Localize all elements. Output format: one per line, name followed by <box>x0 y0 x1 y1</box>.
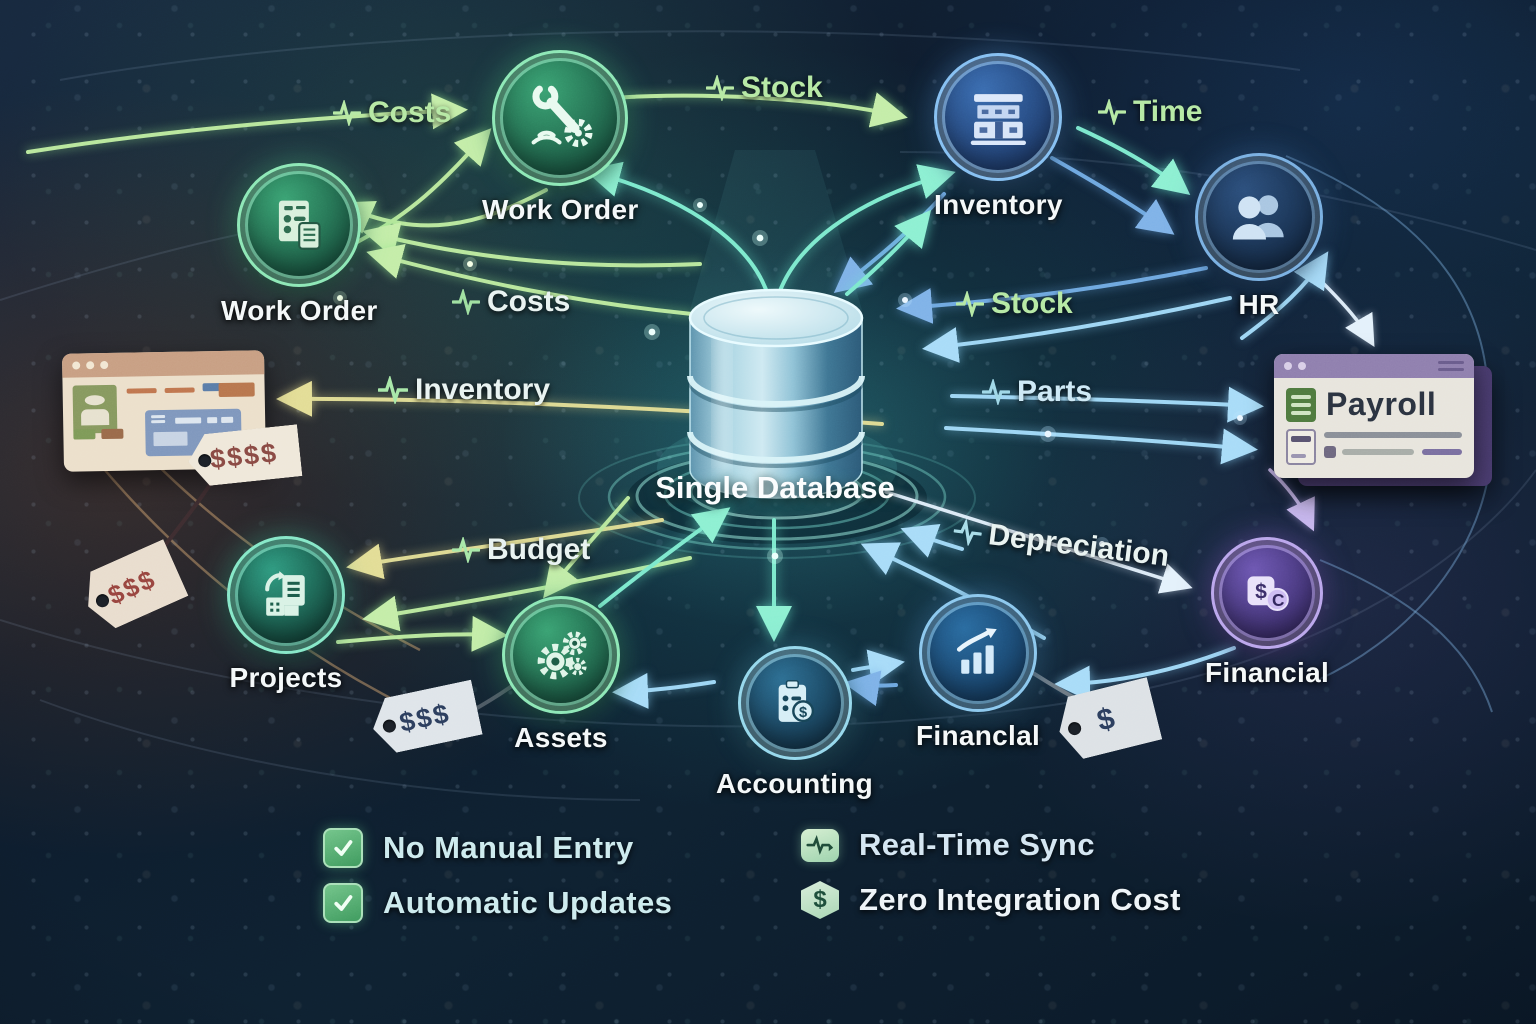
menu-icon <box>1438 361 1464 371</box>
pulse-icon <box>333 100 361 126</box>
node-circle <box>934 53 1063 181</box>
price-text: $$$ <box>103 562 161 611</box>
currency-wallet-icon: $ C <box>1247 576 1290 612</box>
pulse-icon <box>452 289 480 315</box>
flow-label-parts: Parts <box>982 375 1092 409</box>
node-circle <box>492 50 629 186</box>
node-label: Work Order <box>482 194 639 225</box>
node-label: Projects <box>229 662 343 693</box>
clipboard-dollar-icon: $ <box>778 679 815 722</box>
dollar-hex-icon: $ <box>801 881 839 919</box>
node-work-order-left: Work Order <box>221 163 378 327</box>
node-circle <box>1195 153 1323 281</box>
node-label: HR <box>1238 289 1280 320</box>
node-label: Accounting <box>716 768 873 799</box>
benefit-automatic-updates: Automatic Updates <box>323 883 672 923</box>
flow-label-stock-mid: Stock <box>956 287 1073 321</box>
payroll-window: Payroll <box>1274 354 1474 478</box>
tag-hole <box>1067 721 1083 737</box>
payroll-lines <box>1324 430 1462 464</box>
node-work-order-top: Work Order <box>482 50 639 226</box>
flow-text: Time <box>1133 95 1203 128</box>
node-circle <box>919 594 1038 712</box>
node-circle <box>237 163 362 287</box>
benefit-label: No Manual Entry <box>383 830 634 865</box>
pulse-icon <box>801 828 839 862</box>
check-icon <box>323 828 363 868</box>
benefit-label: Automatic Updates <box>383 885 673 920</box>
node-circle <box>502 596 620 714</box>
payroll-header-row: Payroll <box>1274 378 1474 425</box>
node-circle: $ C <box>1211 537 1324 649</box>
flow-text: Stock <box>991 287 1073 320</box>
node-label: Assets <box>514 722 608 753</box>
benefit-no-manual-entry: No Manual Entry <box>323 828 634 868</box>
flow-text: Costs <box>487 285 571 318</box>
flow-text: Costs <box>368 96 452 129</box>
paycheck-icon <box>1286 429 1316 465</box>
node-circle <box>227 536 345 654</box>
flow-label-time: Time <box>1098 95 1202 129</box>
node-circle: $ <box>737 646 852 760</box>
avatar-panel <box>72 384 118 434</box>
gears-icon <box>537 630 587 679</box>
check-icon <box>323 883 363 923</box>
wrench-gear-icon <box>531 83 593 148</box>
pulse-icon <box>452 537 480 563</box>
price-text: $ <box>1093 701 1120 738</box>
pulse-icon <box>706 75 734 101</box>
pulse-icon <box>956 291 984 317</box>
flow-label-stock-top: Stock <box>706 71 823 105</box>
payroll-detail-row <box>1274 425 1474 469</box>
node-inventory: Inventory <box>934 53 1063 221</box>
node-financial-chart: Financlal <box>916 594 1040 752</box>
flow-text: Budget <box>487 533 591 566</box>
tag-hole <box>381 718 396 733</box>
node-label: Work Order <box>221 295 378 326</box>
node-financial-wallet: $ C Financial <box>1205 537 1329 689</box>
benefit-label: Zero Integration Cost <box>859 882 1181 917</box>
people-icon <box>1232 194 1284 240</box>
window-dot <box>86 361 95 370</box>
payroll-titlebar <box>1274 354 1474 378</box>
payroll-title: Payroll <box>1326 386 1437 422</box>
node-label: Inventory <box>934 189 1063 220</box>
window-dot <box>1298 362 1306 370</box>
flow-label-inventory: Inventory <box>378 373 550 407</box>
svg-text:C: C <box>1272 590 1284 610</box>
warehouse-icon <box>970 93 1026 145</box>
node-hr: HR <box>1195 153 1323 321</box>
work-order-document-icon <box>278 200 321 250</box>
browser-titlebar <box>61 350 265 378</box>
window-dot <box>100 360 109 370</box>
payroll-document-icon <box>1286 387 1316 422</box>
price-text: $$$$ <box>208 437 280 474</box>
pulse-icon <box>1098 99 1126 125</box>
node-label: Financlal <box>916 720 1041 751</box>
single-database-label: Single Database <box>655 470 895 505</box>
flow-label-costs-mid: Costs <box>452 285 570 319</box>
flow-label-budget: Budget <box>452 533 590 567</box>
node-assets: Assets <box>502 596 620 754</box>
node-projects: Projects <box>227 536 345 694</box>
node-accounting: $ Accounting <box>716 646 873 800</box>
svg-text:$: $ <box>1255 581 1267 604</box>
price-text: $$$ <box>396 697 453 738</box>
window-dot <box>1284 362 1292 370</box>
pulse-icon <box>982 379 1010 405</box>
benefit-label: Real-Time Sync <box>859 827 1095 862</box>
flow-text: Inventory <box>415 373 551 406</box>
flow-text: Stock <box>741 71 823 104</box>
benefit-real-time-sync: Real-Time Sync <box>801 827 1095 863</box>
flow-label-costs-top: Costs <box>333 96 451 130</box>
flow-text: Parts <box>1017 375 1093 408</box>
project-report-icon <box>264 570 305 616</box>
svg-text:$: $ <box>799 705 807 721</box>
bar-chart-icon <box>956 627 997 674</box>
window-dot <box>72 361 81 370</box>
pulse-icon <box>953 517 983 548</box>
benefit-zero-integration-cost: $ Zero Integration Cost <box>801 881 1181 919</box>
node-label: Financial <box>1205 657 1330 688</box>
pulse-icon <box>378 376 408 404</box>
